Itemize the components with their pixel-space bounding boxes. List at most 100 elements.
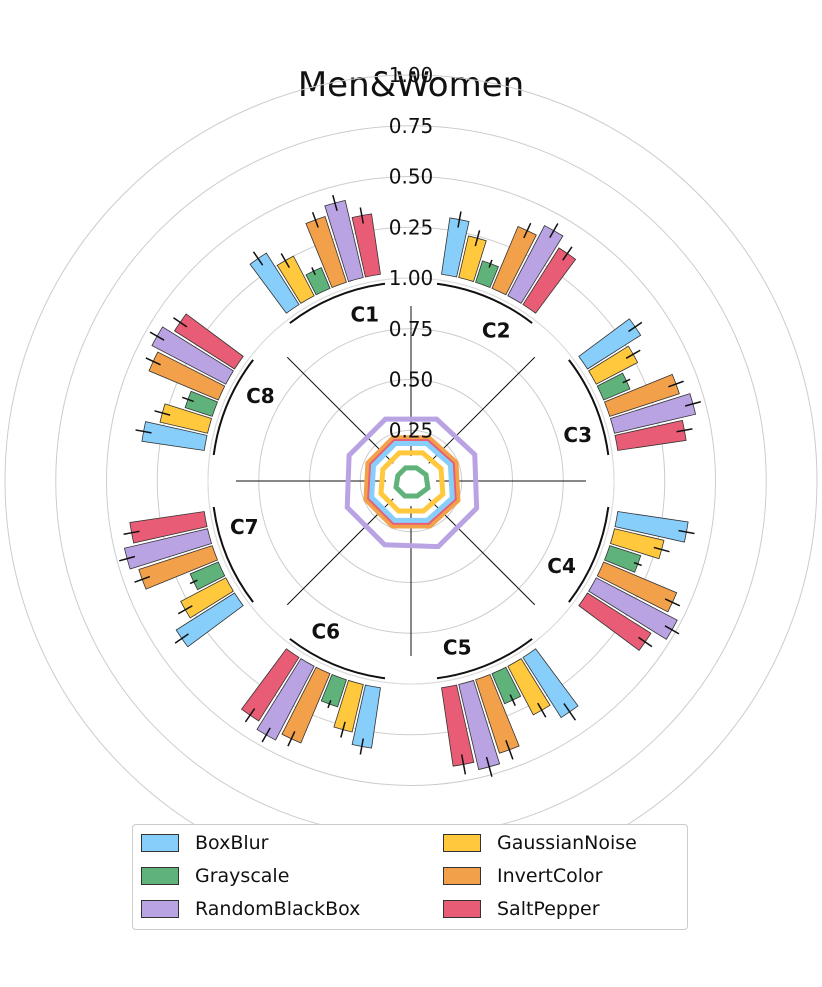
legend-swatch (443, 900, 481, 918)
category-label: C1 (350, 302, 379, 326)
error-bar (154, 410, 171, 416)
error-bar (311, 267, 316, 276)
legend-swatch (443, 867, 481, 885)
bar-Grayscale-C6 (320, 673, 347, 708)
divider-circle (207, 277, 615, 685)
error-bar (173, 317, 188, 328)
outer-tick-label: 0.25 (389, 215, 434, 239)
error-bar (359, 207, 365, 224)
bar-RandomBlackBox-C4 (588, 577, 678, 640)
error-bar (653, 546, 670, 553)
bar-RandomBlackBox-C3 (609, 393, 697, 434)
error-bar (664, 625, 680, 635)
sector-spoke (286, 498, 394, 606)
bar-InvertColor-C3 (603, 373, 680, 417)
error-bar (287, 731, 296, 747)
category-arc (436, 282, 533, 324)
bar-InvertColor-C8 (148, 351, 226, 401)
error-bar (633, 561, 642, 567)
error-bar (145, 357, 161, 366)
error-bar (181, 396, 194, 403)
category-arc (568, 506, 610, 603)
error-bar (622, 378, 631, 384)
chart-title: Men&Women (298, 65, 524, 105)
bar-Grayscale-C2 (475, 260, 499, 289)
legend-label: SaltPepper (497, 898, 600, 920)
legend-item: BoxBlur (141, 829, 269, 857)
error-bar (457, 211, 462, 228)
bar-Grayscale-C3 (596, 372, 631, 401)
legend-item: InvertColor (443, 862, 602, 890)
bar-BoxBlur-C8 (141, 421, 208, 451)
legend-label: BoxBlur (195, 832, 269, 854)
error-bar (562, 246, 573, 261)
error-bar (460, 754, 467, 775)
error-bar (149, 331, 165, 341)
category-label: C8 (246, 384, 275, 408)
bar-InvertColor-C4 (596, 561, 678, 613)
bar-InvertColor-C1 (305, 215, 347, 289)
bar-RandomBlackBox-C5 (458, 679, 501, 771)
legend-label: InvertColor (497, 865, 603, 887)
bar-RandomBlackBox-C6 (256, 658, 315, 741)
error-bar (261, 727, 271, 743)
error-bar (676, 428, 693, 433)
bar-RandomBlackBox-C8 (151, 326, 234, 385)
error-bar (485, 756, 493, 777)
bar-BoxBlur-C2 (441, 217, 470, 278)
bar-GaussianNoise-C2 (458, 235, 487, 283)
bar-SaltPepper-C2 (522, 247, 577, 314)
bar-InvertColor-C7 (138, 545, 219, 590)
bar-SaltPepper-C6 (240, 648, 300, 722)
error-bar (359, 738, 365, 755)
bar-BoxBlur-C7 (175, 592, 244, 648)
error-bar (280, 253, 290, 269)
inner-tick-label: 0.75 (389, 317, 434, 341)
error-bar (123, 530, 140, 536)
bar-GaussianNoise-C6 (333, 679, 364, 733)
error-bar (332, 194, 338, 211)
error-bar (252, 251, 264, 266)
legend-label: GaussianNoise (497, 832, 637, 854)
bar-Grayscale-C8 (184, 390, 219, 417)
bar-SaltPepper-C7 (129, 511, 208, 544)
error-bar (174, 633, 189, 644)
error-bar (244, 708, 256, 723)
legend-item: RandomBlackBox (141, 895, 360, 923)
error-bar (340, 721, 346, 738)
radar-RandomBlackBox (344, 416, 480, 550)
bar-InvertColor-C6 (281, 666, 331, 744)
bar-BoxBlur-C4 (614, 511, 689, 543)
radar-Grayscale (393, 465, 431, 499)
error-bar (678, 529, 695, 535)
error-bar (537, 702, 547, 718)
category-label: C6 (312, 620, 341, 644)
category-label: C4 (547, 554, 576, 578)
category-arc (568, 359, 610, 456)
error-bar (625, 349, 641, 359)
legend-label: Grayscale (195, 865, 290, 887)
bar-RandomBlackBox-C7 (123, 528, 213, 570)
inner-tick-label: 0.25 (389, 418, 434, 442)
sector-spoke (428, 356, 536, 464)
category-arc (212, 506, 254, 603)
legend-label: RandomBlackBox (195, 898, 361, 920)
error-bar (664, 598, 681, 607)
bar-GaussianNoise-C7 (180, 577, 234, 619)
category-label: C5 (443, 636, 472, 660)
sector-spoke (286, 356, 394, 464)
error-bar (684, 400, 701, 407)
error-bar (638, 636, 653, 648)
bar-Grayscale-C1 (305, 267, 331, 296)
error-bar (119, 555, 136, 562)
category-arc (212, 359, 254, 456)
error-bar (563, 703, 577, 721)
error-bar (474, 230, 481, 247)
bar-Grayscale-C5 (491, 666, 522, 705)
error-bar (628, 321, 643, 333)
bar-Grayscale-C4 (603, 545, 642, 573)
bar-BoxBlur-C6 (351, 684, 381, 749)
radar-InvertColor (363, 435, 461, 529)
bar-SaltPepper-C4 (578, 592, 652, 652)
